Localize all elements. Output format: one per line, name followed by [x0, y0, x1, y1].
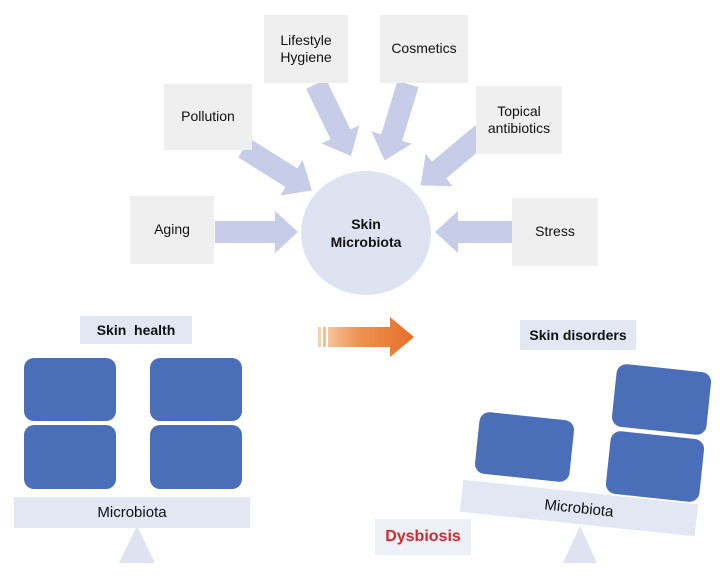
factor-pollution: Pollution [164, 84, 252, 150]
factor-topical-antibiotics: Topical antibiotics [476, 86, 562, 154]
hub-line1: Skin [351, 215, 381, 232]
factor-lifestyle-label: Lifestyle [280, 31, 332, 48]
arrow-stress [435, 211, 512, 253]
factor-aging: Aging [130, 196, 214, 264]
arrow-aging [215, 211, 298, 253]
factor-pollution-label: Pollution [181, 108, 235, 125]
health-beam-label: Microbiota [97, 504, 167, 521]
skin-disorders-label: Skin disorders [520, 320, 636, 350]
factor-cosmetics: Cosmetics [380, 15, 468, 83]
arrow-topical [420, 125, 490, 187]
hub-line2: Microbiota [330, 234, 402, 250]
factor-cosmetics-label: Cosmetics [391, 40, 457, 57]
skin-health-text: Skin health [96, 322, 176, 338]
health-block-bottom-left [24, 425, 116, 489]
health-block-top-left [24, 358, 116, 421]
skin-health-label: Skin health [80, 316, 192, 344]
fulcrum-left [119, 526, 155, 563]
dysbiosis-label: Dysbiosis [375, 519, 471, 555]
skin-disorders-text: Skin disorders [529, 327, 627, 343]
fulcrum-right [563, 526, 597, 563]
arrow-cosmetics [371, 80, 419, 161]
disorder-block-right-top [610, 363, 713, 436]
health-block-top-right [150, 358, 242, 421]
factor-stress: Stress [512, 198, 598, 266]
transition-arrow [318, 317, 414, 357]
factor-aging-label: Aging [154, 221, 190, 238]
health-balance-beam: Microbiota [14, 497, 250, 528]
factor-hygiene-label: Hygiene [280, 49, 332, 65]
arrow-pollution [238, 138, 312, 196]
disorder-block-left [474, 411, 575, 483]
disorder-beam-label: Microbiota [543, 495, 615, 521]
factor-lifestyle-hygiene: Lifestyle Hygiene [264, 15, 348, 83]
factor-topical-label: Topical [497, 102, 541, 119]
arrow-lifestyle [306, 79, 360, 156]
dysbiosis-text: Dysbiosis [385, 528, 461, 545]
health-block-bottom-right [150, 425, 242, 489]
factor-stress-label: Stress [535, 223, 575, 240]
disorder-block-right-bottom [604, 430, 706, 503]
skin-microbiota-hub: Skin Microbiota [301, 171, 431, 295]
factor-antibiotics-label: antibiotics [487, 120, 551, 136]
